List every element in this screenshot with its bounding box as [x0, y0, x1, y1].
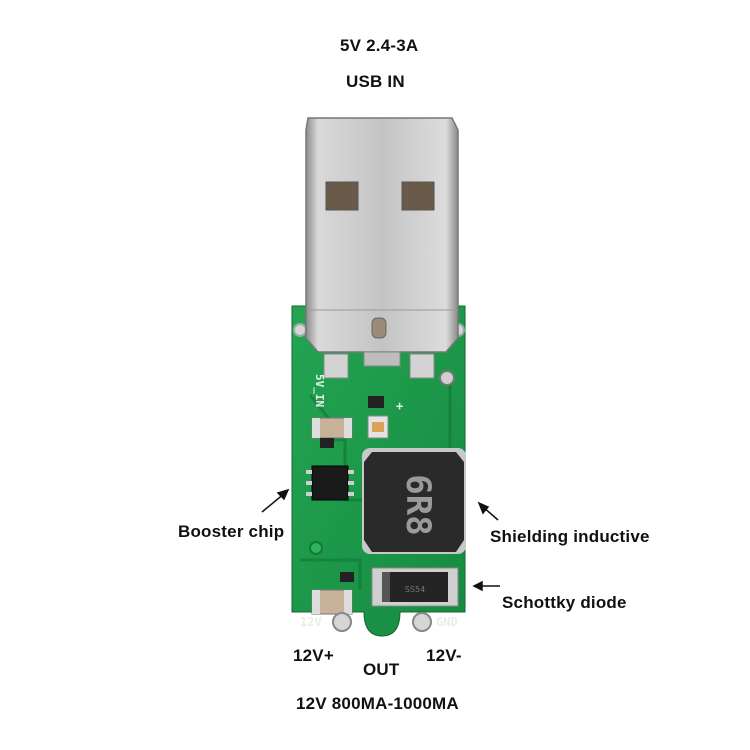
usb-connector [305, 117, 459, 353]
usb-slot-left [325, 181, 359, 211]
pad-12v-minus [412, 612, 432, 632]
input-rating-label: 5V 2.4-3A [340, 36, 419, 55]
usb-dimple [371, 317, 387, 339]
svg-text:+: + [396, 399, 403, 413]
output-rating-label: 12V 800MA-1000MA [296, 694, 459, 713]
mounting-hole [293, 323, 307, 337]
shielding-inductor: 6R8 [362, 448, 466, 554]
smd-resistor [320, 438, 334, 448]
pad-plus-label: 12V+ [293, 646, 334, 665]
smd-resistor [368, 396, 384, 408]
booster-chip [311, 465, 349, 501]
output-name-label: OUT [363, 660, 400, 679]
schottky-diode: SS54 [371, 567, 459, 607]
pad-12v-plus [332, 612, 352, 632]
schottky-diode-label: Schottky diode [502, 593, 627, 612]
svg-text:SS54: SS54 [405, 585, 425, 594]
usb-slot-right [401, 181, 435, 211]
mounting-hole [439, 370, 455, 386]
pad-minus-label: 12V- [426, 646, 462, 665]
input-name-label: USB IN [346, 72, 405, 91]
svg-text:GND: GND [436, 615, 458, 629]
svg-text:6R8: 6R8 [398, 474, 438, 535]
shielding-inductive-label: Shielding inductive [490, 527, 650, 546]
svg-text:5V_IN: 5V_IN [313, 374, 326, 407]
label-arrows [261, 488, 500, 592]
booster-chip-label: Booster chip [178, 522, 285, 541]
mounting-hole [309, 541, 323, 555]
svg-text:12V: 12V [300, 615, 322, 629]
